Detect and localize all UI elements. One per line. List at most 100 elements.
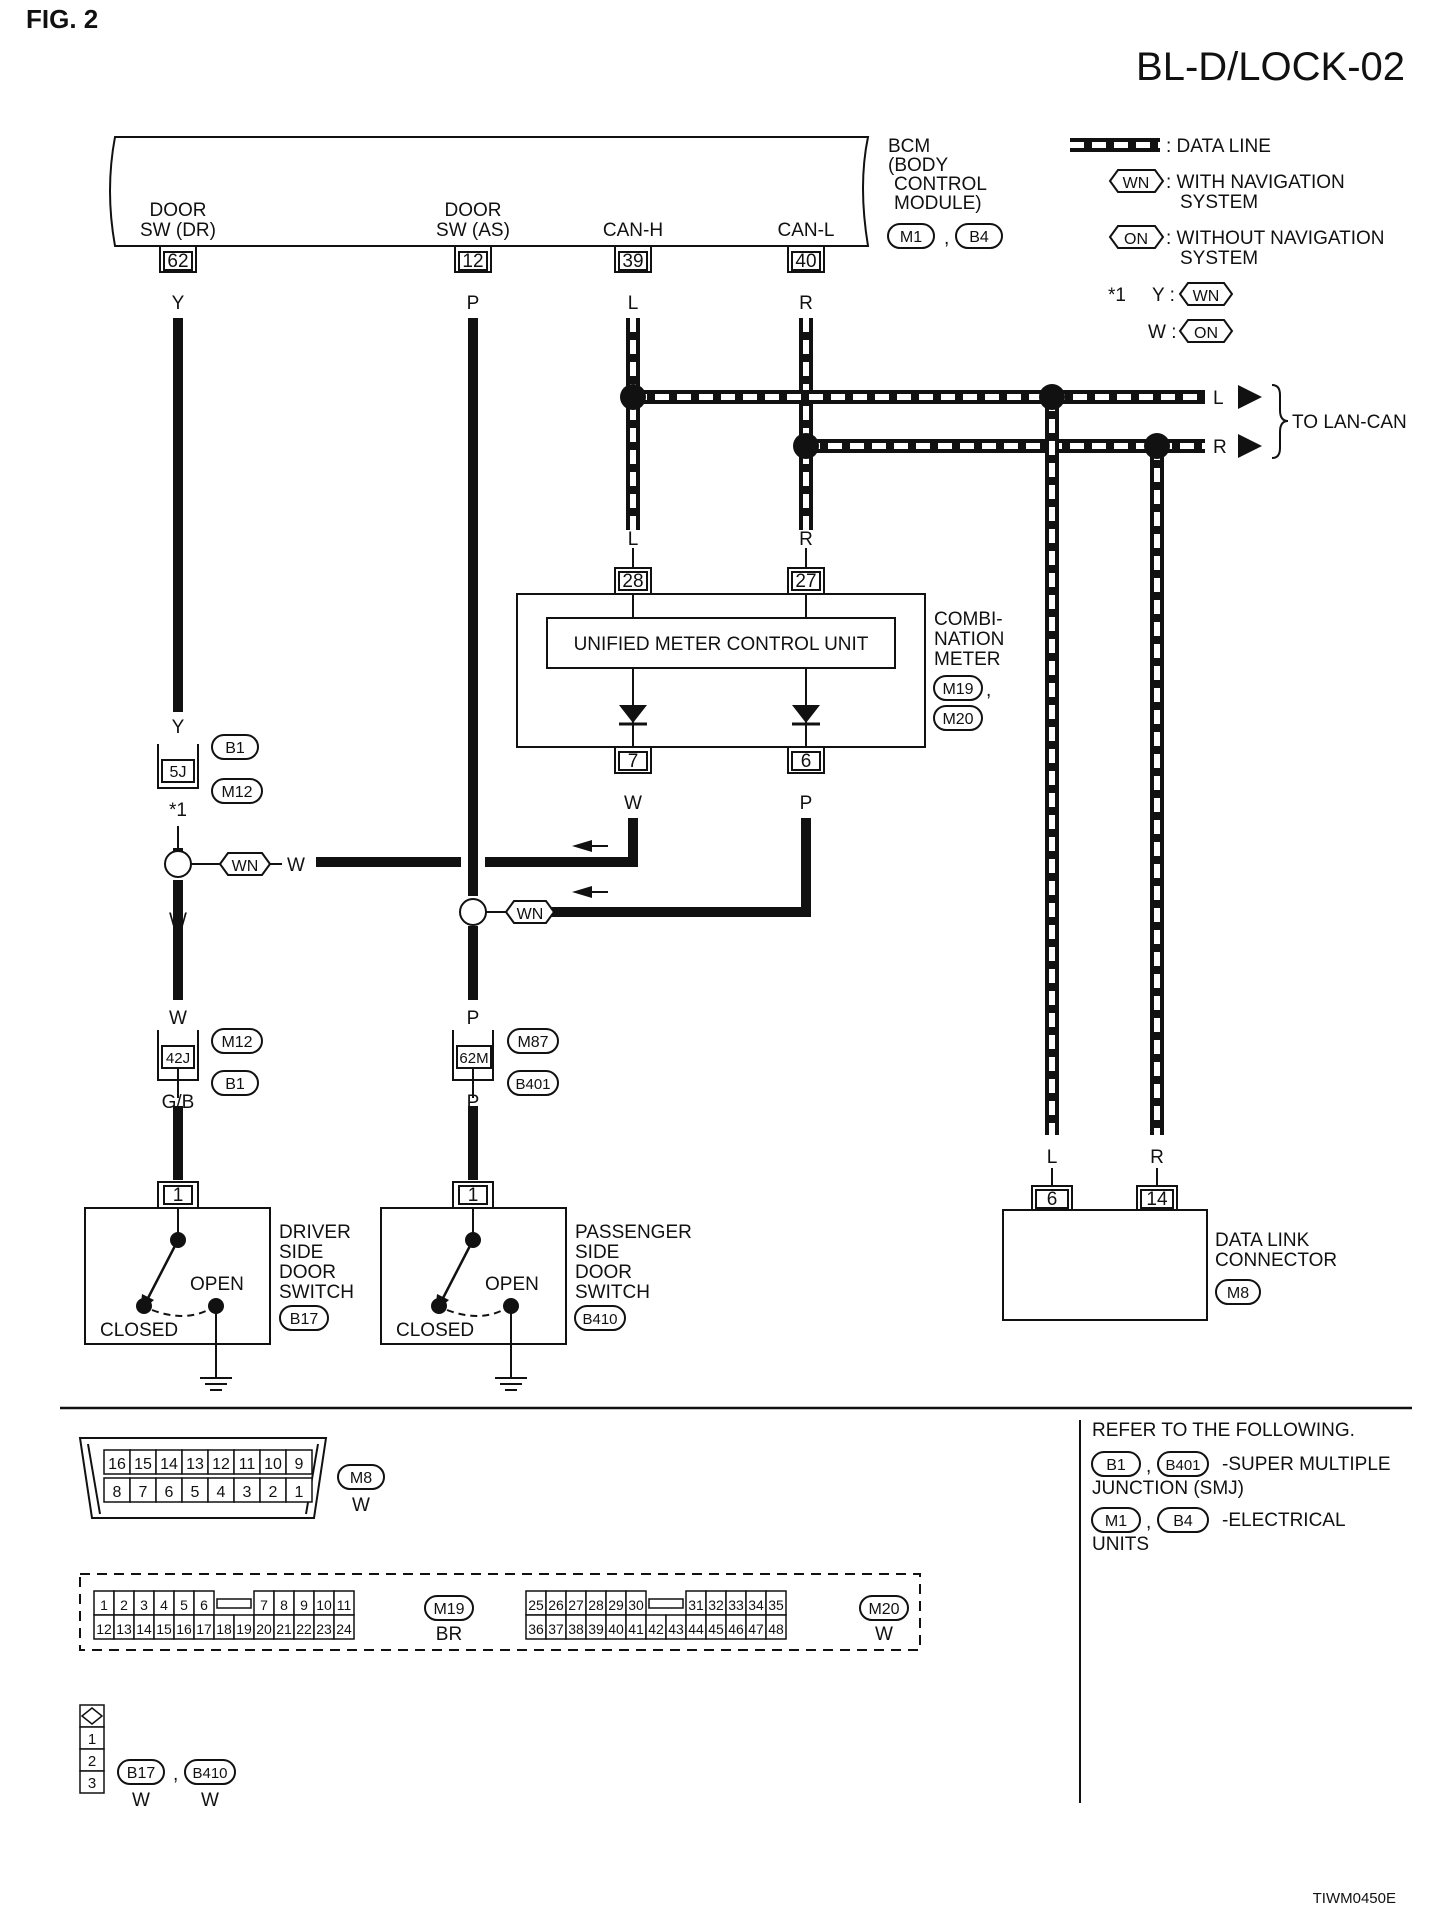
wire-color-label: G/B bbox=[162, 1092, 195, 1113]
connector-badge bbox=[211, 778, 263, 804]
pin-number: 33 bbox=[728, 1597, 744, 1613]
pin-cell bbox=[233, 1477, 261, 1503]
lan-l-label: L bbox=[1213, 388, 1224, 409]
diode-icon bbox=[619, 705, 647, 723]
svg-text:62M: 62M bbox=[459, 1050, 488, 1067]
pin-number: 7 bbox=[260, 1597, 268, 1613]
bcm-pin-62: 62 bbox=[159, 246, 197, 273]
pin-number: 16 bbox=[108, 1456, 126, 1473]
switch-name-line: DRIVER bbox=[279, 1222, 351, 1243]
pin-cell bbox=[259, 1477, 287, 1503]
bcm-name-line: BCM bbox=[888, 136, 930, 157]
arrow-left-icon bbox=[572, 886, 592, 898]
svg-text:,: , bbox=[1146, 1512, 1151, 1533]
bcm-pin-label: DOOR bbox=[150, 200, 207, 221]
pin-cell bbox=[155, 1449, 183, 1475]
connector-badge bbox=[279, 1305, 329, 1331]
connector-view-color: W bbox=[132, 1790, 150, 1811]
switch-name-line: SWITCH bbox=[575, 1282, 650, 1303]
switch-name-line: SIDE bbox=[279, 1242, 323, 1263]
refer-eu-id: M1 bbox=[1105, 1513, 1127, 1530]
pin-cell bbox=[233, 1449, 261, 1475]
pin-number: 23 bbox=[316, 1621, 332, 1637]
connector-badge bbox=[424, 1595, 474, 1621]
smj-pin-62m: 62M bbox=[452, 1030, 494, 1081]
connector-badge bbox=[507, 1028, 559, 1054]
smj-connector-m12: M12 bbox=[221, 784, 252, 801]
pin-number: 1 bbox=[295, 1484, 304, 1501]
solid-wires bbox=[173, 318, 811, 1180]
wire-color-label: R bbox=[1150, 1147, 1164, 1168]
pin-number: 26 bbox=[548, 1597, 564, 1613]
pin-number: 5 bbox=[180, 1597, 188, 1613]
pin-number: 2 bbox=[120, 1597, 128, 1613]
wire-color-label: R bbox=[799, 529, 813, 550]
lan-r-label: R bbox=[1213, 437, 1227, 458]
page-title: BL-D/LOCK-02 bbox=[1136, 45, 1405, 89]
connector-badge bbox=[1157, 1507, 1209, 1533]
pin-number: 12 bbox=[212, 1456, 230, 1473]
switch-open-label: OPEN bbox=[485, 1274, 539, 1295]
pin-number: 14 bbox=[136, 1621, 152, 1637]
connector-badge bbox=[933, 705, 983, 731]
meter-inner-label: UNIFIED METER CONTROL UNIT bbox=[574, 634, 869, 655]
svg-text:,: , bbox=[1146, 1456, 1151, 1477]
connector-badge bbox=[211, 734, 259, 760]
pin-number: 1 bbox=[100, 1597, 108, 1613]
pin-number: 39 bbox=[588, 1621, 604, 1637]
splice-dot bbox=[793, 433, 819, 459]
pin-cell bbox=[79, 1770, 105, 1794]
pin-number: 10 bbox=[316, 1597, 332, 1613]
svg-text:,: , bbox=[986, 680, 991, 701]
wire-color-label: W bbox=[624, 793, 642, 814]
legend-wn-text: SYSTEM bbox=[1180, 192, 1258, 213]
data-link-connector: 6 14 bbox=[1002, 1168, 1208, 1321]
connector-view-color: W bbox=[875, 1624, 893, 1645]
refer-smj-id: B1 bbox=[1106, 1457, 1126, 1474]
switch-pin: 1 bbox=[173, 1185, 184, 1206]
pin-number: 29 bbox=[608, 1597, 624, 1613]
pin-number: 11 bbox=[337, 1597, 352, 1613]
wire-color-label: W bbox=[169, 1008, 187, 1029]
pin-number: 46 bbox=[728, 1621, 744, 1637]
switch-closed-label: CLOSED bbox=[100, 1320, 178, 1341]
bcm-pin-label: DOOR bbox=[445, 200, 502, 221]
legend-data-line: : DATA LINE bbox=[1166, 136, 1271, 157]
pin-number: 17 bbox=[196, 1621, 212, 1637]
switch-name-line: SIDE bbox=[575, 1242, 619, 1263]
pin-cell bbox=[129, 1449, 157, 1475]
diode-icon bbox=[792, 705, 820, 723]
pin-cell bbox=[207, 1477, 235, 1503]
pin-number: 6 bbox=[165, 1484, 174, 1501]
combination-meter: 28 27 UNIFIED METER CONTROL UNIT 7 6 bbox=[516, 548, 926, 774]
meter-connector-m20: M20 bbox=[942, 711, 973, 728]
smj-pin-5j: 5J bbox=[157, 744, 199, 789]
smj-connector-m12: M12 bbox=[221, 1034, 252, 1051]
pin-cell bbox=[103, 1477, 131, 1503]
pin-cell bbox=[181, 1449, 209, 1475]
bcm-pin-label: SW (AS) bbox=[436, 220, 510, 241]
pin-number: 48 bbox=[768, 1621, 784, 1637]
switch-name-line: DOOR bbox=[575, 1262, 632, 1283]
wire-color-label: P bbox=[467, 1092, 480, 1113]
connector-key-icon bbox=[216, 1598, 252, 1609]
refer-heading: REFER TO THE FOLLOWING. bbox=[1092, 1420, 1355, 1441]
pin-cell bbox=[155, 1477, 183, 1503]
dlc-name-line: CONNECTOR bbox=[1215, 1250, 1337, 1271]
pin-number: 11 bbox=[239, 1456, 256, 1473]
pin-number: 45 bbox=[708, 1621, 724, 1637]
arrow-left-icon bbox=[572, 840, 592, 852]
pin-number: 30 bbox=[628, 1597, 644, 1613]
pin-number: 38 bbox=[568, 1621, 584, 1637]
wire-color-label: P bbox=[467, 1008, 480, 1029]
pin-number: 19 bbox=[236, 1621, 252, 1637]
pin-number: 22 bbox=[296, 1621, 312, 1637]
svg-text:,: , bbox=[173, 1764, 178, 1785]
wn-badge bbox=[1178, 282, 1234, 306]
combination-meter-connectors-frame bbox=[79, 1573, 921, 1651]
pin-cell bbox=[333, 1614, 355, 1640]
connector-badge bbox=[859, 1595, 909, 1621]
splice-dot bbox=[1039, 384, 1065, 410]
wire-color-label: L bbox=[1047, 1147, 1058, 1168]
